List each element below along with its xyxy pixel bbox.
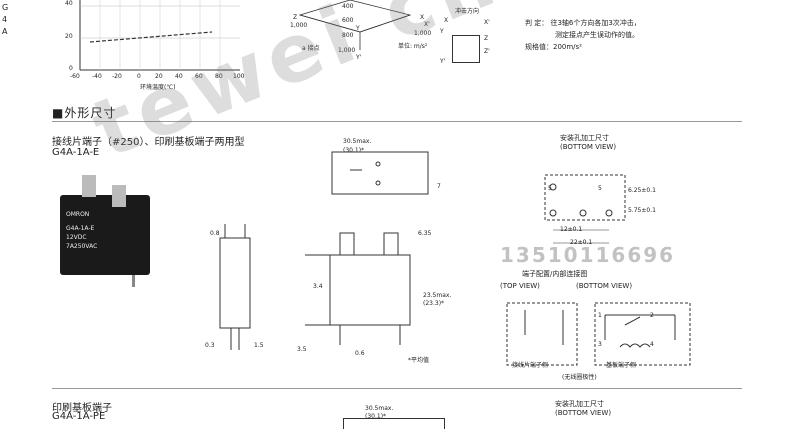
dim-1-5: 1.5 [254,342,264,349]
dim-5a: 5 [548,185,552,192]
dim-width-typ: (30.1)* [343,147,365,154]
x-tick: 60 [195,73,203,80]
watermark-phone: 13510116696 [500,243,676,267]
product1-title: 接线片端子（#250）、印刷基板端子两用型 [52,137,245,148]
diag-contact-label: a 接点 [302,45,320,52]
diag-label: 400 [342,3,354,10]
front-view [305,232,411,345]
x-axis-label: 环境温度(℃) [140,84,176,91]
mount-hole-diagram [544,174,626,244]
wiring-top-view: (TOP VIEW) [500,282,540,290]
dim-3-5: 3.5 [297,346,307,353]
side-letter-g: G [2,3,9,12]
diag-label-y: Y [356,25,360,32]
dim-0-3: 0.3 [205,342,215,349]
impact-mark: Z [484,35,489,42]
product2-model: G4A-1A-PE [52,411,106,422]
shock-axes-diagram [298,0,412,50]
product2-mount-title: 安装孔加工尺寸 [555,400,604,408]
wiring-bottom-view: (BOTTOM VIEW) [576,282,633,290]
dim-12: 12±0.1 [560,226,583,233]
x-tick: -20 [112,73,122,80]
impact-mark: Z' [484,48,490,55]
impact-mark: X' [484,19,490,26]
section-rule [52,121,742,122]
unit-label: 单位: m/s² [398,43,428,50]
dim-depth: 7 [437,183,441,190]
x-tick: 80 [215,73,223,80]
mount-hole-title: 安装孔加工尺寸 [560,134,609,142]
dim-6-25: 6.25±0.1 [628,187,656,194]
diag-label-x-prime: X' [424,21,430,28]
footnote: *平均值 [408,357,430,364]
x-tick: 20 [155,73,163,80]
dim-height-typ: (23.3)* [423,300,445,307]
pin-4: 4 [650,341,654,348]
diag-label: 1,000 [338,47,356,54]
section-divider [52,388,742,389]
dim-height: 23.5max. [423,292,452,299]
temperature-chart [79,0,240,71]
judgment-line2: 测定接点产生误动作的值。 [555,31,639,39]
relay-model-text: G4A-1A-E [66,225,95,232]
product1-model: G4A-1A-E [52,147,100,158]
impact-mark: Y' [440,58,446,65]
dim-5b: 5 [598,185,602,192]
diag-label-x: X [420,14,425,21]
pin-2: 2 [650,312,654,319]
x-tick: 0 [137,73,141,80]
relay-tab [82,175,96,197]
relay-rating-text: 7A250VAC [66,243,98,250]
relay-brand: OMRON [66,211,90,218]
top-view-outline [331,151,429,195]
dim-width: 30.5max. [343,138,372,145]
dim-22: 22±0.1 [570,239,593,246]
diag-label-y-prime: Y' [356,54,362,61]
pin-3: 3 [598,341,602,348]
section-title: ■外形尺寸 [52,106,117,120]
dim-6-35: 6.35 [418,230,432,237]
wiring-diagram [506,302,691,366]
impact-title: 冲击方向 [455,8,480,15]
x-tick: -60 [70,73,80,80]
diag-label: 1,000 [414,30,432,37]
relay-pin [132,275,135,287]
relay-photo [60,195,150,275]
mount-hole-view: (BOTTOM VIEW) [560,143,617,151]
product2-title: 印刷基板端子 [52,403,112,414]
diag-label: 800 [342,32,354,39]
dim-0-6: 0.6 [355,350,365,357]
x-tick: -40 [92,73,102,80]
judgment-line1: 判 定： 往3轴6个方向各加3次冲击， [525,19,641,27]
dim-3-4: 3.4 [313,283,323,290]
wiring-title: 端子配置/内部连接图 [522,270,588,278]
relay-voltage-text: 12VDC [66,234,87,241]
diag-label-z: Z [293,14,298,21]
product2-width-typ: (30.1)* [365,413,387,420]
impact-relay-box [452,35,480,63]
judgment-spec: 规格值：200m/s² [525,43,582,51]
diag-label: 600 [342,17,354,24]
dim-0-8: 0.8 [210,230,220,237]
diag-label: 1,000 [290,22,308,29]
impact-mark: Y [440,28,444,35]
side-view-left [219,224,251,350]
x-tick: 40 [175,73,183,80]
chart-line [89,31,213,43]
pin-1: 1 [598,312,602,319]
dim-5-75: 5.75±0.1 [628,207,656,214]
product2-width: 30.5max. [365,405,394,412]
product2-mount-view: (BOTTOM VIEW) [555,409,612,417]
y-tick-0: 0 [69,65,73,72]
wiring-left-label: 接线片端子侧 [512,362,549,369]
side-letter-4: 4 [2,15,8,24]
relay-tab [112,185,126,207]
wiring-right-label: 基板端子侧 [606,362,637,369]
y-tick-40: 40 [65,0,73,7]
y-tick-20: 20 [65,33,73,40]
wiring-note: (无线圈极性) [562,374,597,381]
impact-mark: X [444,17,449,24]
side-letter-a: A [2,27,8,36]
x-tick: 100 [233,73,245,80]
